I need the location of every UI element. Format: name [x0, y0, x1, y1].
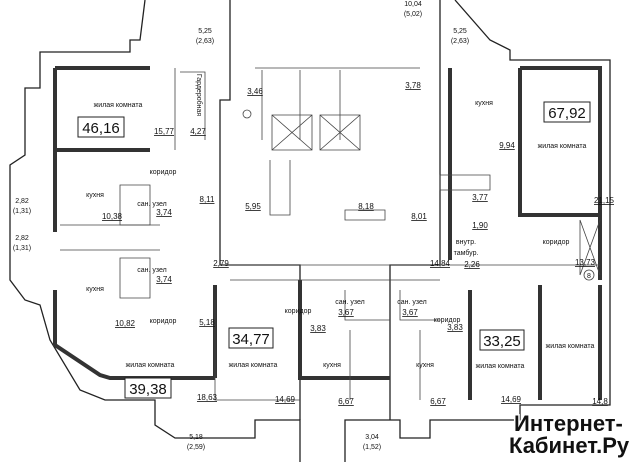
room-label: сан. узел [137, 201, 167, 208]
room-label: жилая комната [126, 362, 175, 369]
balcony-half-area: (5,02) [404, 11, 422, 18]
area-value: 5,95 [245, 202, 261, 211]
area-value: 8,01 [411, 212, 427, 221]
balcony-half-area: (1,31) [13, 245, 31, 252]
room-area: 6,67 [430, 397, 446, 406]
walls [9, 0, 611, 462]
room-label: жилая комната [546, 343, 595, 350]
apartment-center-right[interactable]: сан. узел 3,67 коридор 3,83 кухня 6,67 3… [397, 299, 525, 406]
apartment-top-left[interactable]: жилая комната 46,16 15,77 Гардеробная 4,… [77, 74, 216, 221]
apartment-bottom-right[interactable]: жилая комната 14,8 [546, 343, 609, 406]
room-area: 21,15 [594, 196, 615, 205]
room-area: 10,38 [102, 212, 123, 221]
area-value: 3,46 [247, 87, 263, 96]
balcony-area: 2,82 [15, 235, 29, 242]
room-label: коридор [150, 318, 177, 325]
apartment-bottom-left[interactable]: сан. узел 3,74 кухня 10,82 коридор 5,18 … [86, 267, 217, 402]
total-area-box [543, 101, 591, 123]
room-label: коридор [150, 169, 177, 176]
room-area: 1,90 [472, 221, 488, 230]
room-label: сан. узел [397, 299, 427, 306]
axis-marker-circle [583, 269, 595, 281]
room-label: кухня [86, 192, 104, 199]
total-area: 67,92 [548, 105, 586, 122]
room-area: 18,63 [197, 393, 218, 402]
axis-marker: 8 [587, 273, 591, 280]
room-area: 3,74 [156, 275, 172, 284]
room-label: коридор [543, 239, 570, 246]
room-label: сан. узел [335, 299, 365, 306]
apartment-top-right[interactable]: кухня 67,92 9,94 жилая комната 21,15 3,7… [472, 100, 614, 267]
room-area: 6,67 [338, 397, 354, 406]
room-label: внутр. [456, 239, 476, 246]
watermark-line-1: Интернет- [514, 411, 623, 436]
room-area: 8,11 [200, 195, 216, 204]
balcony-area: 5,18 [189, 434, 203, 441]
room-area: 3,83 [310, 324, 326, 333]
watermark: Интернет- Кабинет.Ру [508, 410, 632, 460]
balcony-half-area: (2,59) [187, 444, 205, 451]
room-area: 4,27 [190, 127, 206, 136]
balcony-area: 3,04 [365, 434, 379, 441]
total-area: 39,38 [129, 381, 167, 398]
room-area: 3,67 [338, 308, 354, 317]
room-area: 3,67 [402, 308, 418, 317]
balcony-area: 5,25 [453, 28, 467, 35]
room-area: 13,73 [575, 258, 596, 267]
room-label: коридор [434, 317, 461, 324]
total-area-box [228, 327, 274, 349]
room-label: жилая комната [94, 102, 143, 109]
room-area: 10,82 [115, 319, 136, 328]
area-value: 2,26 [464, 260, 480, 269]
balcony-half-area: (1,31) [13, 208, 31, 215]
room-area: 3,83 [447, 323, 463, 332]
balcony-half-area: (2,63) [451, 38, 469, 45]
total-area: 33,25 [483, 333, 521, 350]
balcony-area: 10,04 [404, 1, 422, 8]
room-label: сан. узел [137, 267, 167, 274]
total-area-box [479, 329, 525, 351]
common-areas: 3,46 3,78 5,95 8,18 8,01 2,79 14,84 внут… [213, 81, 591, 280]
room-area: 9,94 [499, 141, 515, 150]
room-label: кухня [475, 100, 493, 107]
total-area-box [124, 377, 172, 399]
balcony-area: 5,25 [198, 28, 212, 35]
watermark-line-2: Кабинет.Ру [509, 433, 630, 458]
room-label: жилая комната [538, 143, 587, 150]
room-label: кухня [416, 362, 434, 369]
room-label: кухня [86, 286, 104, 293]
room-area: 15,77 [154, 127, 175, 136]
room-area: 3,74 [156, 208, 172, 217]
apartment-center-left[interactable]: коридор 3,83 сан. узел 3,67 34,77 жилая … [228, 299, 365, 406]
area-value: 3,78 [405, 81, 421, 90]
area-value: 8,18 [358, 202, 374, 211]
room-area: 3,77 [472, 193, 488, 202]
room-label: жилая комната [229, 362, 278, 369]
balcony-labels: 5,25 (2,63) 10,04 (5,02) 5,25 (2,63) 2,8… [13, 1, 469, 451]
balcony-half-area: (2,63) [196, 38, 214, 45]
room-area: 5,18 [199, 318, 215, 327]
total-area-box [77, 116, 125, 138]
room-label: кухня [323, 362, 341, 369]
room-label: жилая комната [476, 363, 525, 370]
room-area: 14,69 [275, 395, 296, 404]
room-label: коридор [285, 308, 312, 315]
balcony-half-area: (1,52) [363, 444, 381, 451]
room-label: Гардеробная [195, 74, 203, 117]
area-value: 2,79 [213, 259, 229, 268]
room-area: 14,8 [592, 397, 608, 406]
area-value: 14,84 [430, 259, 451, 268]
total-area: 34,77 [232, 331, 270, 348]
balcony-area: 2,82 [15, 198, 29, 205]
room-area: 14,69 [501, 395, 522, 404]
total-area: 46,16 [82, 120, 120, 137]
room-label: тамбур. [454, 249, 479, 257]
